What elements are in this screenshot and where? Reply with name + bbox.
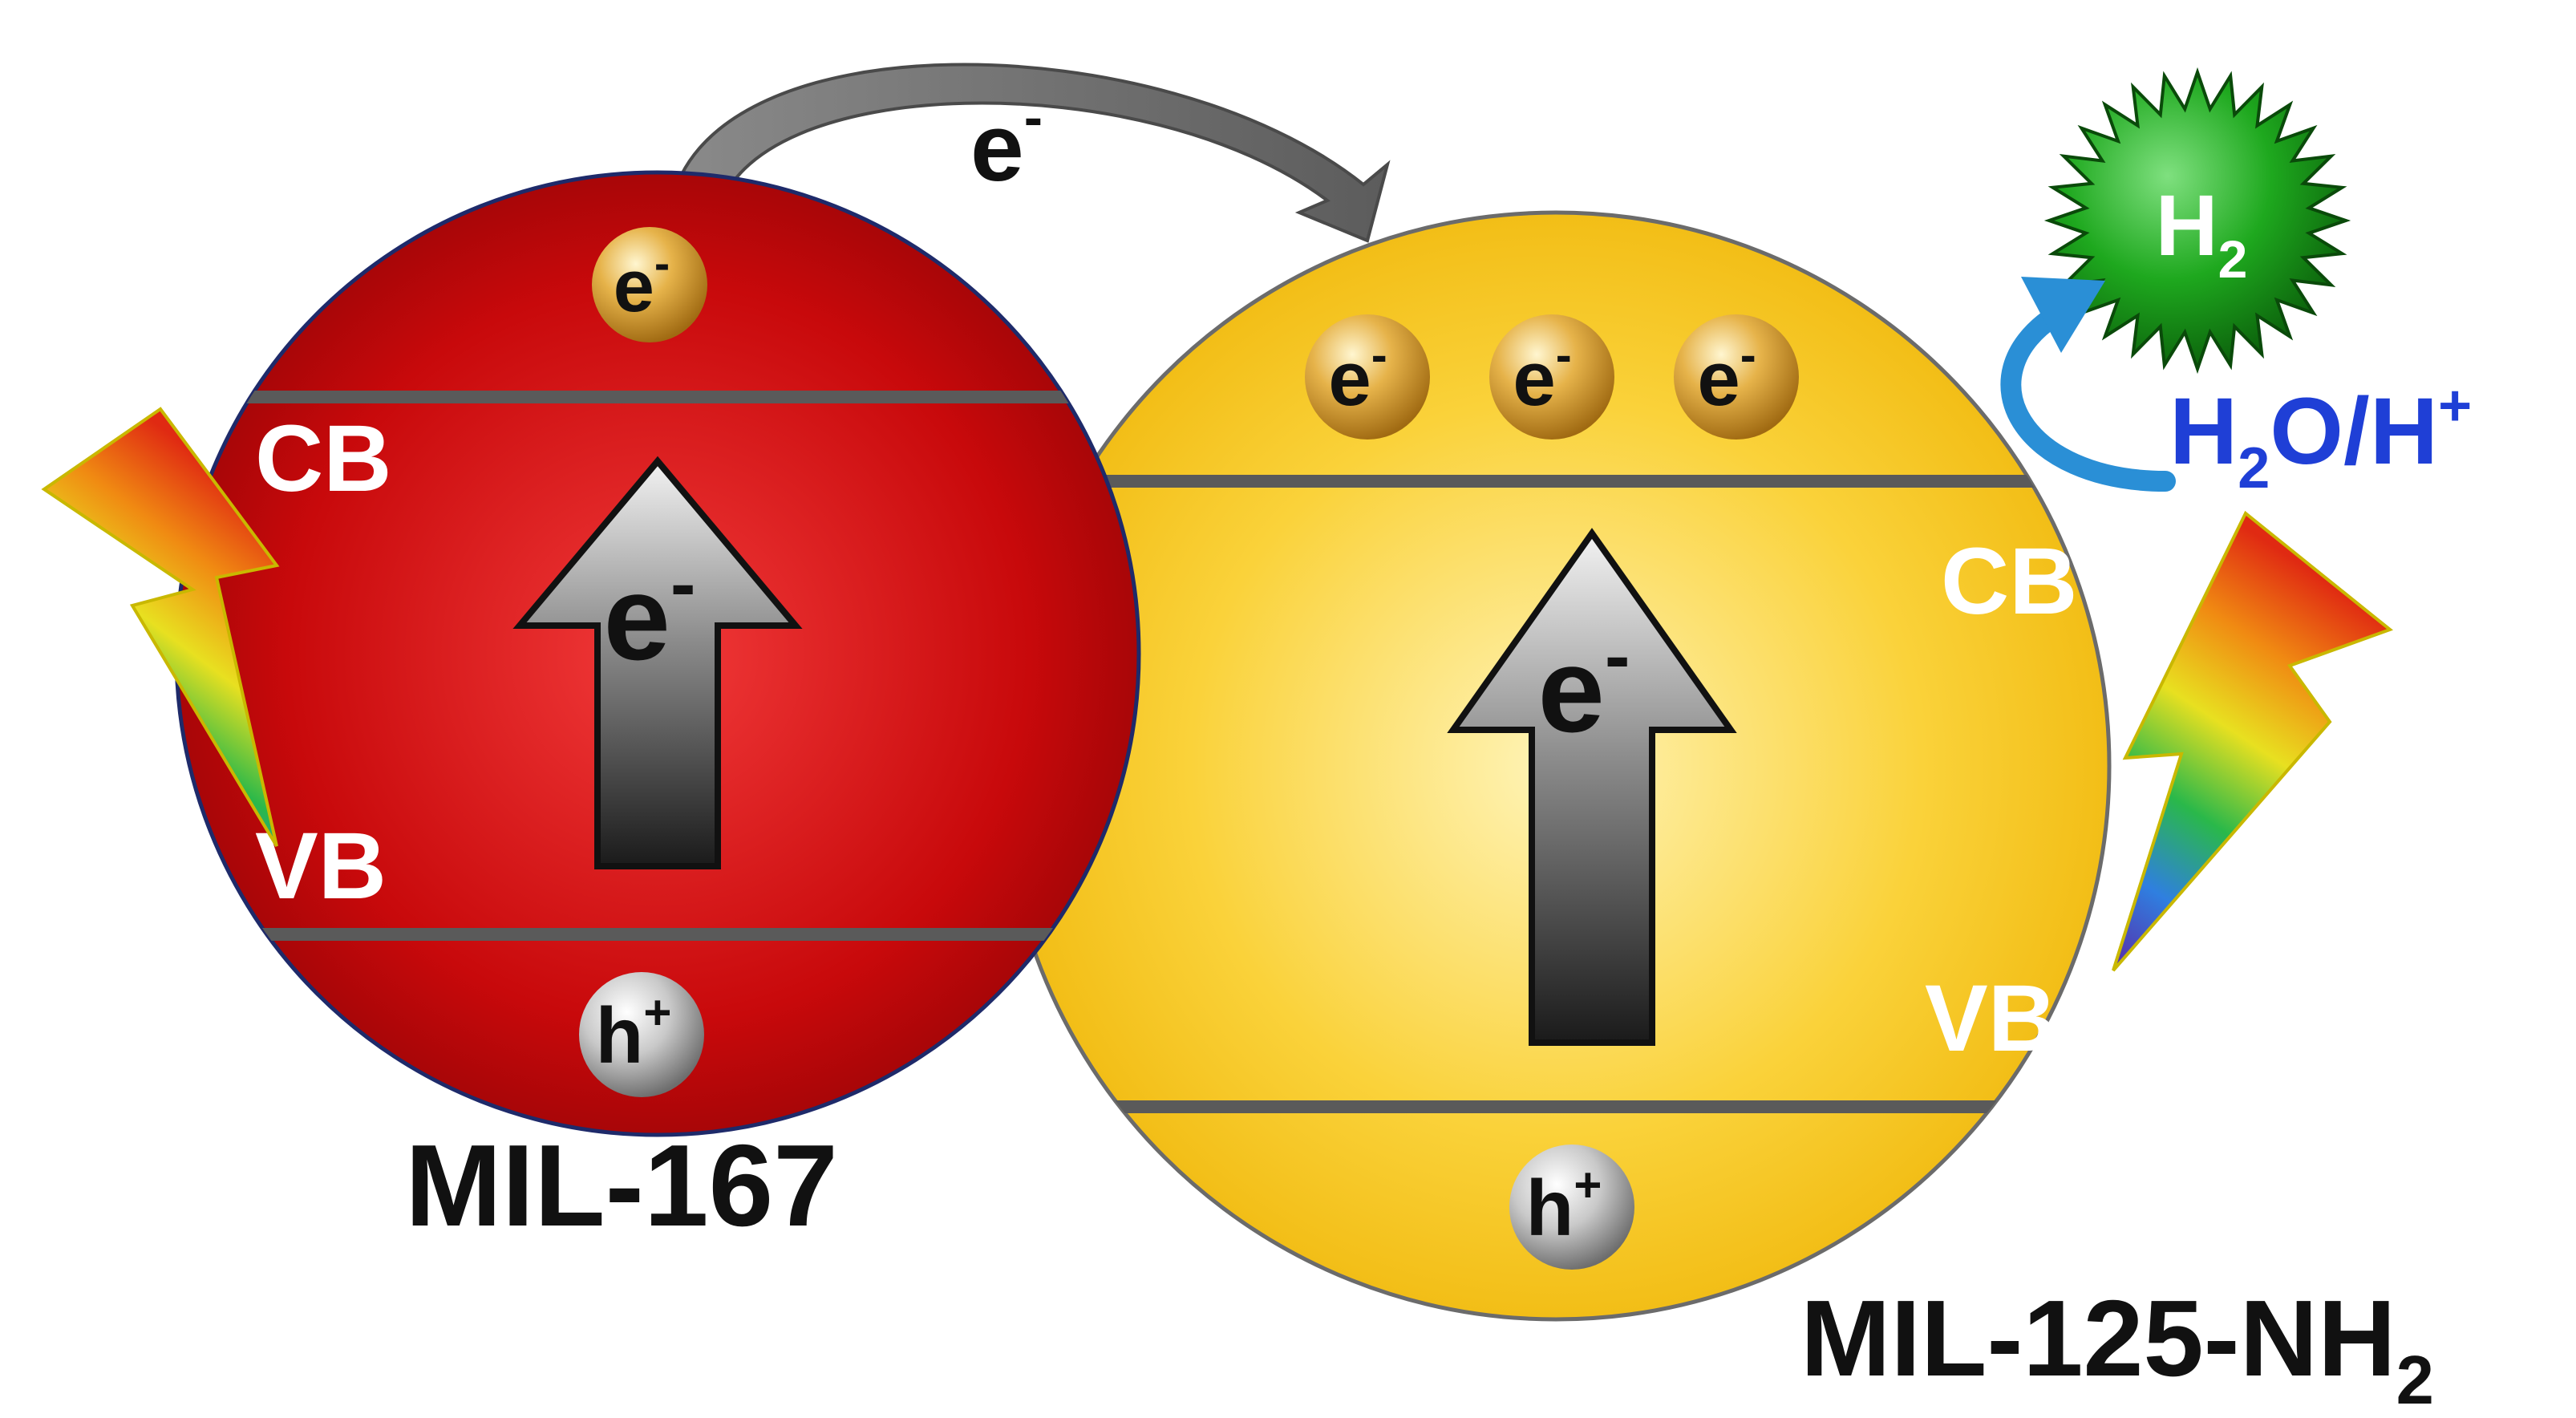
mil125-cb-line xyxy=(1002,475,2109,488)
h2-product-star-icon: H2 xyxy=(2043,67,2351,375)
mil167-name: MIL-167 xyxy=(405,1120,838,1250)
mil125-vb-label: VB xyxy=(1925,966,2056,1072)
svg-text:h+: h+ xyxy=(596,986,672,1080)
mil167-excitation-arrow: e- xyxy=(512,456,803,869)
mil167-electron: e- xyxy=(592,227,707,342)
svg-text:e-: e- xyxy=(1328,328,1387,422)
transfer-electron-label: e- xyxy=(970,86,1043,201)
mil167-vb-label: VB xyxy=(255,813,387,919)
svg-text:e-: e- xyxy=(1513,328,1571,422)
mil125-electron: e- xyxy=(1305,314,1430,440)
svg-text:e-: e- xyxy=(603,541,695,685)
mil125-electron: e- xyxy=(1489,314,1614,440)
mil167-cb-label: CB xyxy=(255,406,391,512)
mil125-cb-label: CB xyxy=(1941,529,2077,634)
svg-text:e-: e- xyxy=(614,237,670,327)
mil125-electron: e- xyxy=(1674,314,1799,440)
mil125-vb-line xyxy=(1002,1100,2109,1113)
light-bolt-icon xyxy=(41,407,280,848)
svg-text:MIL-125-NH2: MIL-125-NH2 xyxy=(1800,1278,2434,1414)
svg-text:e-: e- xyxy=(970,86,1043,201)
transfer-arrow xyxy=(667,63,1391,243)
mil167-hole: h+ xyxy=(579,972,704,1097)
h2o-reactant-label: H2O/H+ xyxy=(2169,374,2472,500)
mil125-excitation-arrow: e- xyxy=(1447,528,1737,1046)
light-bolt-icon xyxy=(2112,510,2394,972)
svg-text:H2: H2 xyxy=(2156,176,2248,289)
mil167-cb-line xyxy=(176,391,1139,403)
svg-text:e-: e- xyxy=(1537,614,1630,757)
svg-text:h+: h+ xyxy=(1526,1158,1602,1252)
svg-text:e-: e- xyxy=(1697,328,1756,422)
svg-text:H2O/H+: H2O/H+ xyxy=(2169,374,2472,500)
mil167-vb-line xyxy=(176,928,1139,941)
mil125-name: MIL-125-NH2 xyxy=(1800,1278,2434,1418)
mil125-hole: h+ xyxy=(1509,1145,1634,1270)
reaction-arrow xyxy=(2000,277,2176,492)
